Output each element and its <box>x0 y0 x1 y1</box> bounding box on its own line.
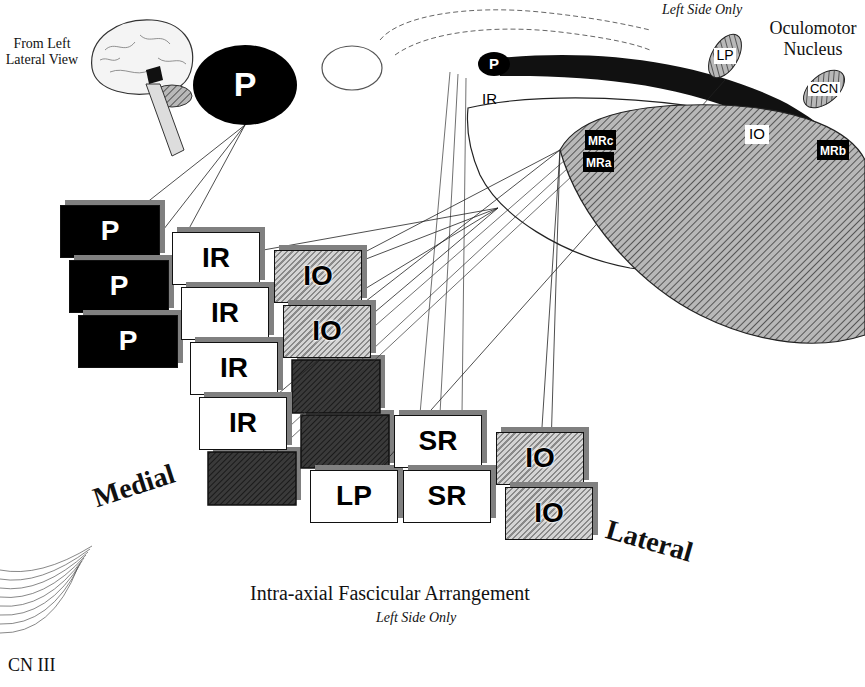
node-label: CCN <box>808 82 840 96</box>
brain-gyri <box>100 35 186 73</box>
fascicle-block: IR <box>181 287 269 340</box>
label-holder: Left Side Only <box>376 610 456 626</box>
nerve-fiber <box>362 150 560 254</box>
label-holder: CN III <box>8 655 56 676</box>
nerve-fiber <box>274 208 498 397</box>
text-label: From Left Lateral View <box>0 36 84 68</box>
subnucleus-patch: MRb <box>817 140 849 160</box>
node-label: IR <box>202 243 230 274</box>
fascicle-block: IO <box>496 432 584 485</box>
fascicle-block: IR <box>190 342 278 395</box>
midbrain-marker <box>146 66 163 84</box>
ellipse-shape <box>797 63 852 115</box>
node-label: LP <box>714 48 735 63</box>
brain-sketch <box>92 20 193 156</box>
text-label: Left Side Only <box>376 610 456 625</box>
brain-outline <box>92 20 193 94</box>
nerve-fiber <box>542 150 560 432</box>
node-label: IO <box>534 498 564 529</box>
fascicle-block: IO <box>274 250 362 303</box>
node-label: IO <box>745 125 769 144</box>
node-label: P <box>110 271 129 302</box>
dashed-outline <box>395 29 650 55</box>
fascicle-block: P <box>78 315 178 368</box>
fascicle-block: SR <box>403 470 491 523</box>
fiber-line <box>276 176 572 452</box>
fiber-line <box>462 78 466 414</box>
fascicle-block: IR <box>199 397 287 450</box>
nucleus-blob: P <box>478 52 510 76</box>
node-label: IO <box>312 316 342 347</box>
node-label: IO <box>525 443 555 474</box>
node-label: P <box>101 216 120 247</box>
text-label: Lateral <box>603 513 697 567</box>
node-label: P <box>119 326 138 357</box>
text-label: Oculomotor Nucleus <box>765 18 861 59</box>
label-holder: Oculomotor Nucleus <box>765 18 861 59</box>
text-label: Medial <box>89 458 178 513</box>
label-holder: Intra-axial Fascicular Arrangement <box>250 582 530 605</box>
label-holder: From Left Lateral View <box>0 36 84 68</box>
fiber-line <box>0 567 78 633</box>
nerve-fiber <box>144 125 245 205</box>
fiber-line <box>0 561 82 615</box>
node-label: IR <box>220 353 248 384</box>
node-label: MRb <box>820 144 846 158</box>
label-holder: Lateral <box>602 513 696 568</box>
subnucleus-ellipse: LP <box>705 32 745 80</box>
fiber-line <box>0 564 80 624</box>
fascicle-block: LP <box>310 470 398 523</box>
fiber-line <box>420 72 450 414</box>
subnucleus-patch: MRa <box>583 152 614 172</box>
dark-block <box>208 452 296 505</box>
subnucleus-patch: MRc <box>585 130 616 150</box>
fascicle-block: P <box>69 260 169 313</box>
dark-block <box>301 415 389 468</box>
ellipse-shape <box>702 29 749 84</box>
node-label: LP <box>336 481 372 512</box>
node-label: IR <box>229 408 257 439</box>
nucleus-region: IO MRcMRa MRb <box>555 100 865 355</box>
cn3-fibers <box>0 546 92 633</box>
node-label: P <box>234 66 257 103</box>
fiber-line <box>0 555 86 597</box>
node-label: MRc <box>588 134 613 148</box>
node-label: IR <box>211 298 239 329</box>
ellipse-shape <box>193 45 297 125</box>
nucleus-outline <box>322 46 382 90</box>
text-label: Left Side Only <box>662 2 742 17</box>
text-label: CN III <box>8 655 56 675</box>
node-label: MRa <box>586 156 611 170</box>
node-label: IR <box>482 91 497 108</box>
region-shape <box>560 105 865 343</box>
fiber-line <box>0 552 88 589</box>
text-label: Intra-axial Fascicular Arrangement <box>250 582 530 604</box>
node-label: IO <box>303 261 333 292</box>
node-label: SR <box>428 481 467 512</box>
subnucleus-ellipse: CCN <box>800 68 848 110</box>
fascicle-block: P <box>60 205 160 258</box>
fascicle-block: IO <box>505 487 593 540</box>
node-label: P <box>489 56 499 73</box>
fascicle-block: SR <box>394 415 482 468</box>
fascicle-block: IO <box>283 305 371 358</box>
ellipse-shape <box>478 52 510 76</box>
label-holder: Medial <box>89 458 179 514</box>
fascicle-block: IR <box>172 232 260 285</box>
label-holder: Left Side Only <box>662 2 742 18</box>
mr-fibers <box>262 160 572 452</box>
brainstem <box>146 84 184 156</box>
sr-fibers <box>420 72 466 414</box>
dark-block <box>292 360 380 413</box>
nucleus-ellipse: P <box>193 45 297 125</box>
fiber-line <box>262 168 568 452</box>
node-label: SR <box>419 426 458 457</box>
dashed-outline <box>380 10 650 40</box>
